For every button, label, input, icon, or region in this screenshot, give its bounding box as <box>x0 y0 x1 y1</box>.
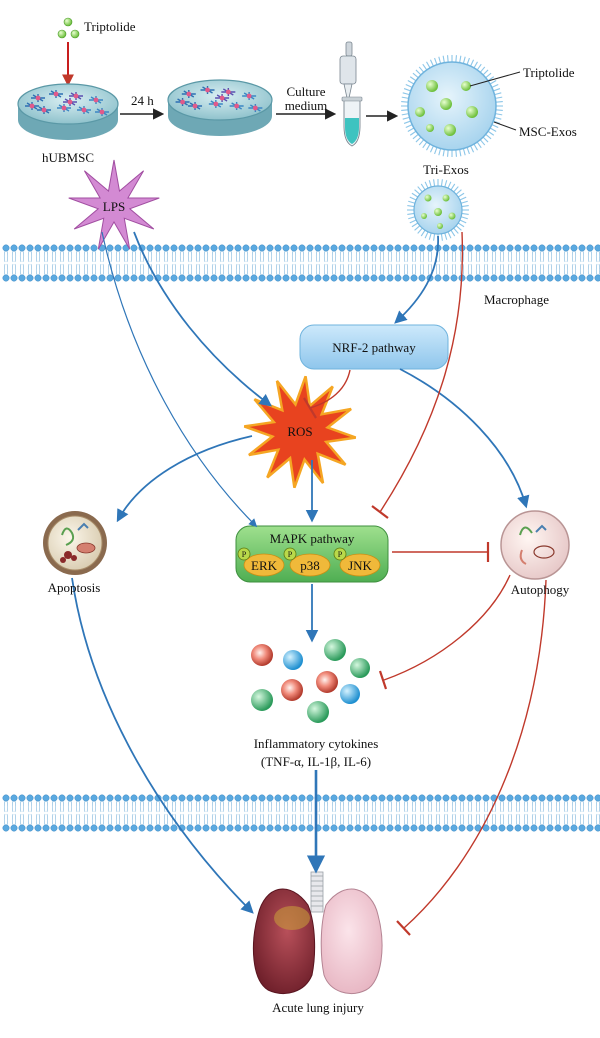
phospho-jnk-label: P <box>338 550 343 559</box>
acute-lung-injury-label: Acute lung injury <box>272 1000 364 1015</box>
phospho-p38-label: P <box>288 550 293 559</box>
culture-dish-2 <box>167 79 273 136</box>
msc-exos-label: MSC-Exos <box>519 124 577 139</box>
lps-molecule <box>68 159 160 250</box>
culture-medium-label-line2: medium <box>285 98 328 113</box>
phospho-erk <box>237 547 251 561</box>
p38-label: p38 <box>300 558 320 573</box>
nrf2-inhibits-ros <box>309 369 351 409</box>
apoptosis-to-lung-arrow <box>71 577 254 914</box>
exo-inhibits-mapk <box>379 231 464 513</box>
erk-label: ERK <box>251 558 278 573</box>
nrf2-pathway-box <box>299 324 449 370</box>
apoptosis-label: Apoptosis <box>48 580 101 595</box>
mapk-label: MAPK pathway <box>270 531 355 546</box>
healthy-right-lung <box>320 888 383 994</box>
nrf2-to-autophagy-arrow <box>399 368 530 509</box>
cell-membrane-upper <box>2 244 600 282</box>
macrophage-label: Macrophage <box>484 292 549 307</box>
cytokines-label-line2: (TNF-α, IL-1β, IL-6) <box>261 754 371 769</box>
ros-label: ROS <box>287 424 312 439</box>
autophagy-cell-icon <box>500 510 570 580</box>
apoptosis-cell-icon <box>43 511 107 575</box>
msc-exos-pointer <box>493 121 517 131</box>
tri-exos-small-vesicle <box>407 179 469 241</box>
triptolide-droplets-icon <box>57 17 80 39</box>
injured-left-lung <box>252 888 316 994</box>
lps-to-mapk-arrow <box>101 231 258 528</box>
autophagy-inhibits-lung-injury <box>403 579 547 929</box>
triptolide-pointer <box>469 71 521 87</box>
tri-exos-vesicle <box>401 55 503 157</box>
activation-arrows <box>71 231 530 914</box>
hubmsc-label: hUBMSC <box>42 150 94 165</box>
erk-kinase <box>243 553 285 577</box>
autophagy-label: Autophogy <box>511 582 570 597</box>
triptolide-top-label: Triptolide <box>84 19 136 34</box>
cytokines-label-line1: Inflammatory cytokines <box>254 736 379 751</box>
lps-to-ros-arrow <box>133 231 273 407</box>
ros-burst <box>243 375 357 489</box>
culture-medium-label-line1: Culture <box>287 84 326 99</box>
cytokine-particles <box>251 639 370 723</box>
jnk-kinase <box>339 553 381 577</box>
lps-label: LPS <box>103 199 125 214</box>
exo-to-nrf2-arrow <box>394 235 439 324</box>
mapk-pathway-box <box>235 525 389 583</box>
p38-kinase <box>289 553 331 577</box>
inhibition-lines <box>303 231 547 936</box>
triptolide-right-label: Triptolide <box>523 65 575 80</box>
stem-cells-icon <box>25 90 109 116</box>
ros-to-apoptosis-arrow <box>116 435 253 523</box>
phospho-p38 <box>283 547 297 561</box>
phospho-erk-label: P <box>242 550 247 559</box>
culture-dish-1 <box>17 83 119 140</box>
stem-cells-icon <box>175 86 263 112</box>
cell-membrane-lower <box>2 794 600 832</box>
centrifuge-tube-icon <box>341 96 363 147</box>
nrf2-label: NRF-2 pathway <box>332 340 416 355</box>
pipette-icon <box>339 41 357 99</box>
lungs-icon <box>252 871 383 994</box>
autophagy-inhibits-cytokines <box>383 574 511 681</box>
time-label: 24 h <box>131 93 154 108</box>
tri-exos-label: Tri-Exos <box>423 162 469 177</box>
phospho-jnk <box>333 547 347 561</box>
jnk-label: JNK <box>348 558 372 573</box>
